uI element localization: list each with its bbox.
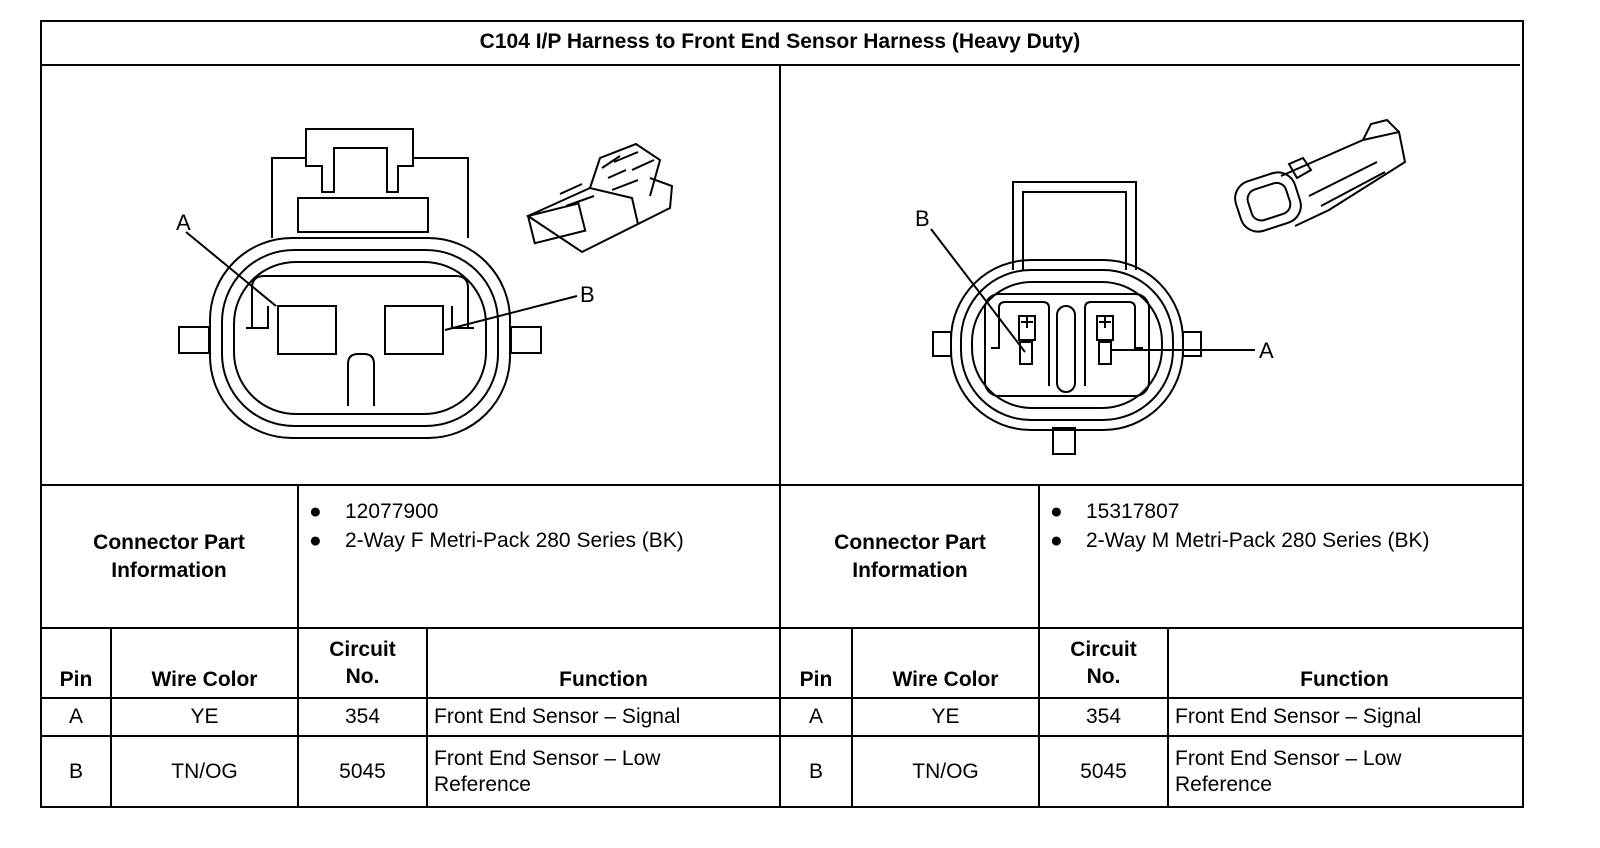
right-connector-drawing: B A: [781, 66, 1520, 484]
connector-iso-icon: [525, 142, 674, 254]
right-part-info-list: ● 15317807 ● 2-Way M Metri-Pack 280 Seri…: [1040, 497, 1510, 555]
right-row-b-wire-color: TN/OG: [912, 759, 979, 783]
part-number: 15317807: [1086, 500, 1180, 523]
left-wire-color-header: Wire Color: [151, 668, 258, 691]
right-row-a-function: Front End Sensor – Signal: [1175, 705, 1422, 728]
left-connector-drawing: A B: [42, 66, 779, 484]
right-circuit-divider: [1167, 627, 1169, 806]
left-row-a-function: Front End Sensor – Signal: [434, 705, 681, 728]
left-part-divider: [297, 484, 299, 806]
right-row-a-pin: A: [808, 705, 823, 728]
right-row-b-pin: B: [808, 759, 823, 783]
left-circuit-divider: [426, 627, 428, 806]
center-divider: [779, 66, 781, 806]
bullet-icon: ●: [1050, 500, 1063, 523]
left-row-b-function: Front End Sensor – Low Reference: [434, 746, 661, 796]
connector-sheet: C104 I/P Harness to Front End Sensor Har…: [40, 20, 1524, 808]
part-number: 12077900: [345, 500, 439, 523]
right-circuit-header: Circuit No.: [1070, 638, 1137, 688]
pin-a-callout-right: A: [1259, 338, 1274, 363]
list-item: ● 2-Way M Metri-Pack 280 Series (BK): [1040, 526, 1510, 555]
page-title: C104 I/P Harness to Front End Sensor Har…: [40, 20, 1520, 66]
left-row-b-pin: B: [68, 759, 83, 783]
left-row-a-pin: A: [68, 705, 83, 728]
pin-b-callout: B: [580, 282, 595, 307]
connector-iso-icon-right: [1234, 118, 1407, 233]
left-circuit-header: Circuit No.: [329, 638, 396, 688]
drawing-bottom-divider: [40, 484, 1522, 486]
pin-b-callout-right: B: [915, 206, 930, 231]
right-pin-divider: [851, 627, 853, 806]
list-item: ● 2-Way F Metri-Pack 280 Series (BK): [299, 526, 759, 555]
left-connector-part-label: Connector Part Information: [93, 530, 245, 582]
bullet-icon: ●: [309, 529, 322, 552]
pin-a-callout: A: [176, 210, 191, 235]
left-function-header: Function: [559, 668, 648, 691]
right-row-a-wire-color: YE: [931, 705, 960, 728]
list-item: ● 15317807: [1040, 497, 1510, 526]
left-part-info-list: ● 12077900 ● 2-Way F Metri-Pack 280 Seri…: [299, 497, 759, 555]
left-pin-header: Pin: [59, 668, 93, 691]
left-row-b-circuit: 5045: [339, 759, 386, 783]
right-row-a-circuit: 354: [1085, 705, 1122, 728]
bullet-icon: ●: [309, 500, 322, 523]
row-a-bottom-divider: [40, 735, 1522, 737]
right-connector-part-label: Connector Part Information: [834, 530, 986, 582]
right-part-divider: [1038, 484, 1040, 806]
bullet-icon: ●: [1050, 529, 1063, 552]
male-connector-face-diagram: B A: [915, 118, 1407, 455]
list-item: ● 12077900: [299, 497, 759, 526]
part-info-bottom-divider: [40, 627, 1522, 629]
header-bottom-divider: [40, 697, 1522, 699]
female-connector-face-diagram: A B: [176, 128, 674, 439]
left-row-b-wire-color: TN/OG: [171, 759, 238, 783]
table-border: [40, 20, 1524, 808]
part-description: 2-Way M Metri-Pack 280 Series (BK): [1086, 529, 1430, 552]
left-pin-divider: [110, 627, 112, 806]
right-row-b-function: Front End Sensor – Low Reference: [1175, 746, 1402, 796]
right-pin-header: Pin: [799, 668, 833, 691]
left-row-a-circuit: 354: [344, 705, 381, 728]
right-wire-color-header: Wire Color: [892, 668, 999, 691]
left-row-a-wire-color: YE: [190, 705, 219, 728]
right-row-b-circuit: 5045: [1080, 759, 1127, 783]
right-function-header: Function: [1300, 668, 1389, 691]
part-description: 2-Way F Metri-Pack 280 Series (BK): [345, 529, 684, 552]
